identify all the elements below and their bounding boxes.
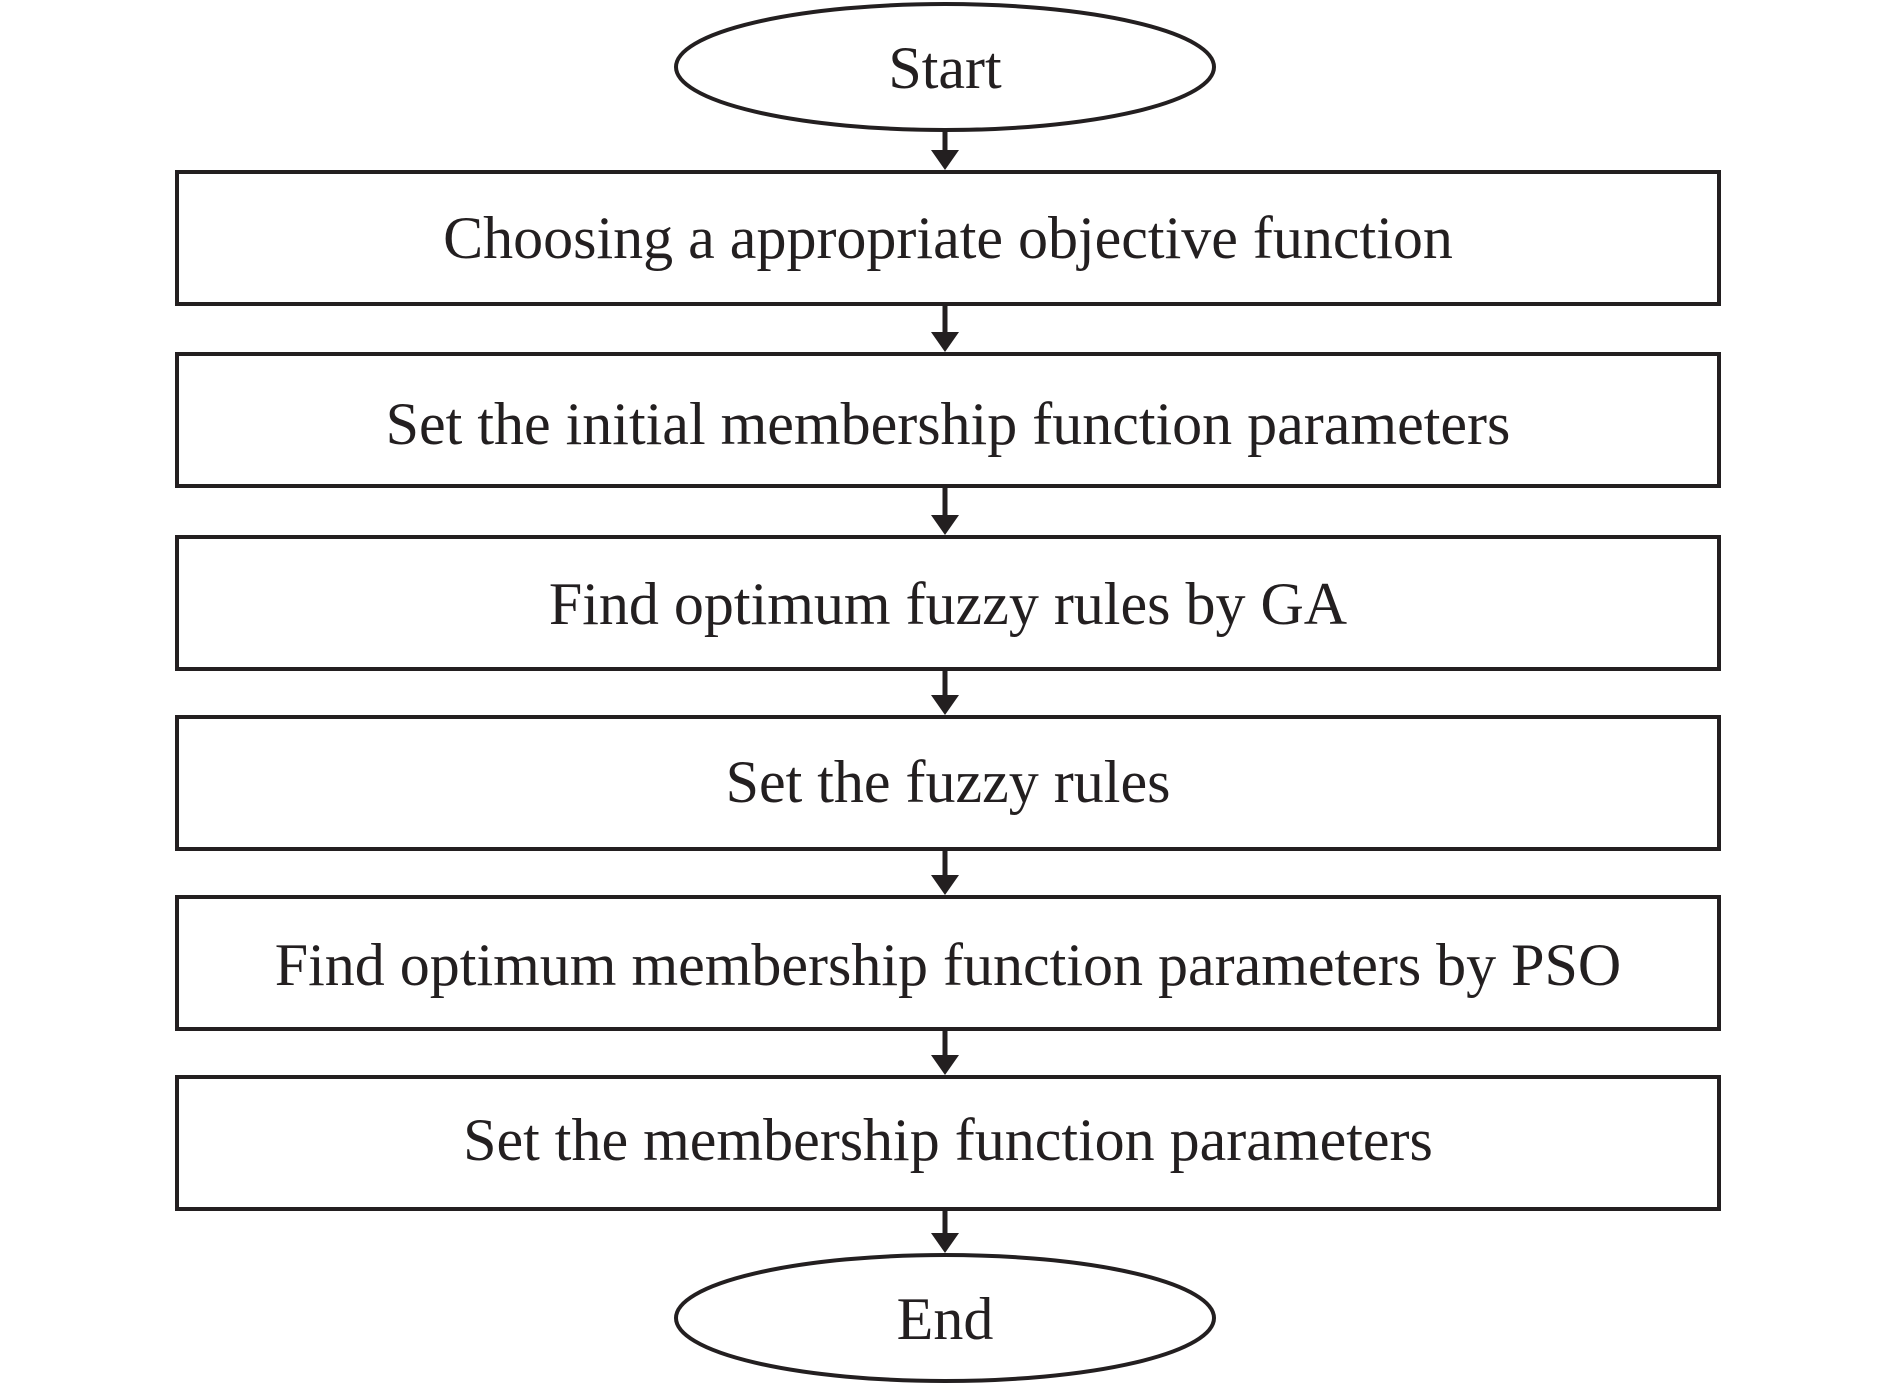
step-6-label: Set the membership function parameters	[463, 1107, 1433, 1173]
start-label: Start	[888, 35, 1002, 101]
arrow-step4-to-step5	[931, 849, 959, 895]
end-label: End	[897, 1286, 994, 1352]
step-find-optimum-mf-parameters-pso: Find optimum membership function paramet…	[175, 895, 1721, 1031]
step-2-label: Set the initial membership function para…	[386, 391, 1511, 457]
step-2-box	[175, 352, 1721, 488]
step-choose-objective-function: Choosing a appropriate objective functio…	[175, 170, 1721, 306]
arrow-step5-to-step6	[931, 1029, 959, 1075]
step-3-box	[175, 535, 1721, 671]
start-ellipse	[674, 2, 1216, 132]
step-find-optimum-rules-ga: Find optimum fuzzy rules by GA	[175, 535, 1721, 671]
arrow-step3-to-step4	[931, 669, 959, 715]
step-set-initial-mf-parameters: Set the initial membership function para…	[175, 352, 1721, 488]
step-6-box	[175, 1075, 1721, 1211]
step-3-label: Find optimum fuzzy rules by GA	[549, 571, 1347, 637]
step-set-fuzzy-rules: Set the fuzzy rules	[175, 715, 1721, 851]
arrow-step6-to-end	[931, 1209, 959, 1253]
end-node: End	[674, 1253, 1216, 1383]
step-5-box	[175, 895, 1721, 1031]
step-1-label: Choosing a appropriate objective functio…	[443, 205, 1453, 271]
step-5-label: Find optimum membership function paramet…	[275, 932, 1622, 998]
step-1-box	[175, 170, 1721, 306]
flow-arrows	[931, 129, 959, 1253]
end-ellipse	[674, 1253, 1216, 1383]
start-node: Start	[674, 2, 1216, 132]
step-4-box	[175, 715, 1721, 851]
step-set-mf-parameters: Set the membership function parameters	[175, 1075, 1721, 1211]
arrow-step2-to-step3	[931, 486, 959, 535]
step-4-label: Set the fuzzy rules	[726, 749, 1171, 815]
arrow-start-to-step1	[931, 129, 959, 170]
arrow-step1-to-step2	[931, 304, 959, 352]
